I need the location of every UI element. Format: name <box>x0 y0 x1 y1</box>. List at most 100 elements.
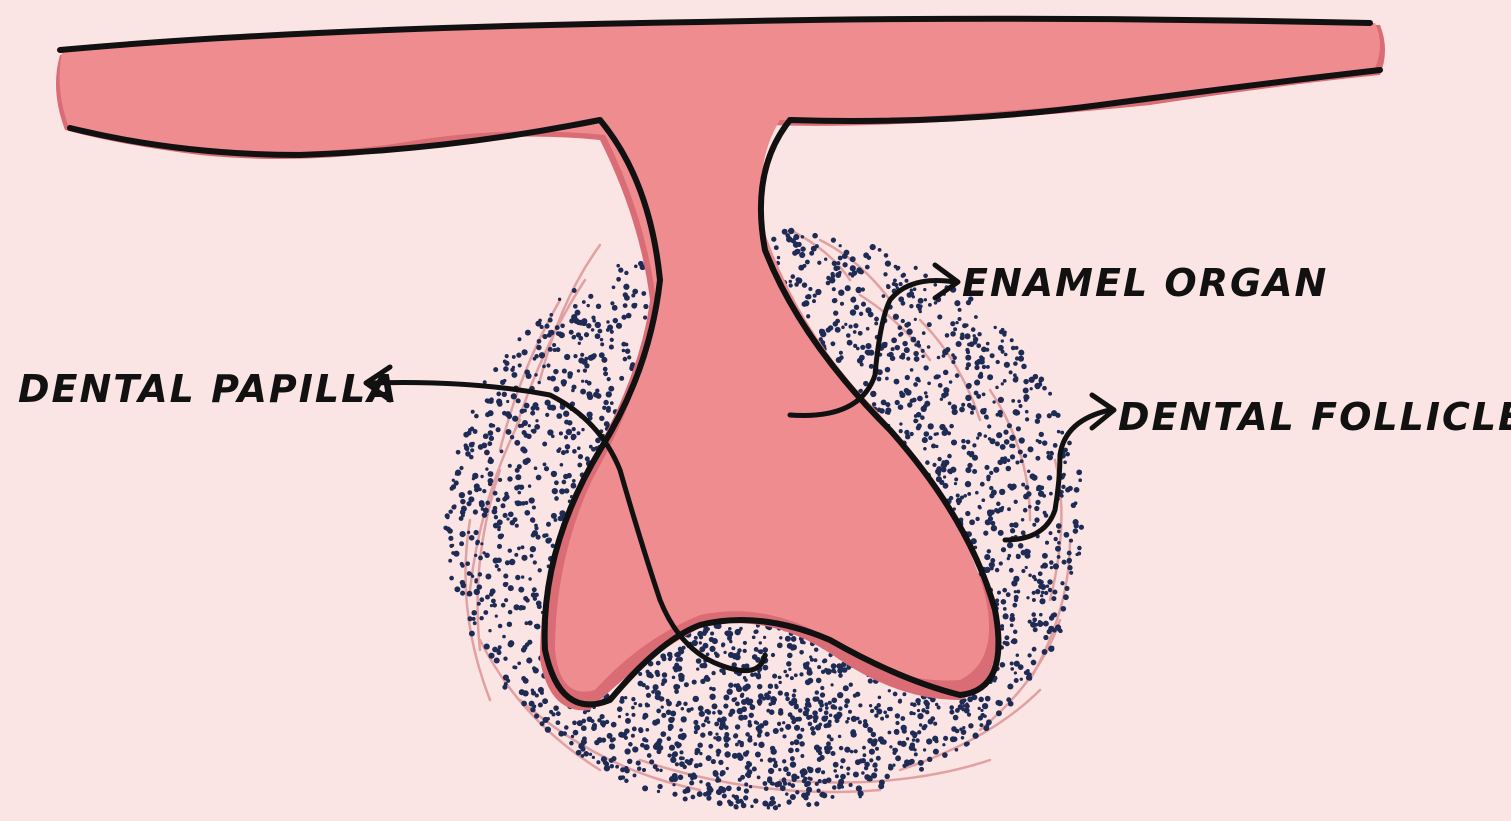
cell-dot <box>826 777 831 782</box>
cell-dot <box>699 711 705 717</box>
epithelium <box>56 19 1385 711</box>
cell-dot <box>1053 563 1059 569</box>
cell-dot <box>1043 621 1049 627</box>
cell-dot <box>532 530 538 536</box>
cell-dot <box>756 725 762 731</box>
cell-dot <box>747 737 752 742</box>
cell-dot <box>632 746 638 752</box>
cell-dot <box>909 711 913 715</box>
cell-dot <box>1042 386 1047 391</box>
cell-dot <box>961 736 965 740</box>
cell-dot <box>1023 454 1027 458</box>
cell-dot <box>777 722 781 726</box>
cell-dot <box>597 329 602 334</box>
cell-dot <box>581 725 587 731</box>
cell-dot <box>518 363 522 367</box>
cell-dot <box>971 327 976 332</box>
cell-dot <box>584 357 588 361</box>
cell-dot <box>998 410 1003 415</box>
cell-dot <box>595 322 601 328</box>
cell-dot <box>877 377 882 382</box>
cell-dot <box>904 347 910 353</box>
cell-dot <box>782 759 786 763</box>
cell-dot <box>909 745 915 751</box>
cell-dot <box>915 698 921 704</box>
cell-dot <box>1011 346 1016 351</box>
cell-dot <box>531 689 535 693</box>
cell-dot <box>964 742 969 747</box>
cell-dot <box>532 402 538 408</box>
cell-dot <box>619 699 624 704</box>
cell-dot <box>606 320 609 323</box>
cell-dot <box>567 371 573 377</box>
cell-dot <box>456 450 461 455</box>
cell-dot <box>675 684 680 689</box>
cell-dot <box>538 687 544 693</box>
cell-dot <box>666 699 670 703</box>
cell-dot <box>750 805 753 808</box>
cell-dot <box>607 325 613 331</box>
cell-dot <box>569 741 574 746</box>
cell-dot <box>722 793 727 798</box>
cell-dot <box>904 759 910 765</box>
cell-dot <box>844 704 848 708</box>
cell-dot <box>797 717 802 722</box>
cell-dot <box>550 376 556 382</box>
cell-dot <box>1023 494 1029 500</box>
cell-dot <box>811 246 817 252</box>
cell-dot <box>512 416 518 422</box>
cell-dot <box>832 287 836 291</box>
cell-dot <box>1061 485 1065 489</box>
cell-dot <box>533 560 537 564</box>
cell-dot <box>607 733 613 739</box>
cell-dot <box>771 653 775 657</box>
cell-dot <box>945 333 950 338</box>
cell-dot <box>716 736 722 742</box>
cell-dot <box>1001 382 1004 385</box>
cell-dot <box>916 425 921 430</box>
cell-dot <box>951 726 957 732</box>
cell-dot <box>905 279 909 283</box>
cell-dot <box>999 489 1005 495</box>
cell-dot <box>561 450 566 455</box>
cell-dot <box>809 715 813 719</box>
cell-dot <box>1054 537 1058 541</box>
cell-dot <box>696 667 699 670</box>
cell-dot <box>762 801 768 807</box>
cell-dot <box>918 760 924 766</box>
cell-dot <box>1007 557 1010 560</box>
cell-dot <box>888 707 892 711</box>
cell-dot <box>740 694 744 698</box>
cell-dot <box>921 355 924 358</box>
cell-dot <box>803 300 809 306</box>
cell-dot <box>910 337 916 343</box>
cell-dot <box>485 501 490 506</box>
cell-dot <box>733 733 738 738</box>
cell-dot <box>581 719 586 724</box>
cell-dot <box>851 729 857 735</box>
cell-dot <box>745 750 749 754</box>
cell-dot <box>496 497 501 502</box>
cell-dot <box>1013 630 1018 635</box>
cell-dot <box>927 322 932 327</box>
cell-dot <box>1053 443 1058 448</box>
cell-dot <box>518 424 522 428</box>
cell-dot <box>507 476 512 481</box>
cell-dot <box>1052 589 1057 594</box>
cell-dot <box>806 802 811 807</box>
cell-dot <box>550 405 556 411</box>
cell-dot <box>530 707 535 712</box>
cell-dot <box>484 450 490 456</box>
cell-dot <box>728 683 733 688</box>
cell-dot <box>586 323 591 328</box>
cell-dot <box>883 272 887 276</box>
cell-dot <box>977 332 981 336</box>
cell-dot <box>805 260 810 265</box>
cell-dot <box>1047 413 1052 418</box>
cell-dot <box>787 653 793 659</box>
cell-dot <box>863 722 869 728</box>
cell-dot <box>625 713 628 716</box>
cell-dot <box>1033 627 1038 632</box>
cell-dot <box>835 327 841 333</box>
cell-dot <box>870 709 874 713</box>
